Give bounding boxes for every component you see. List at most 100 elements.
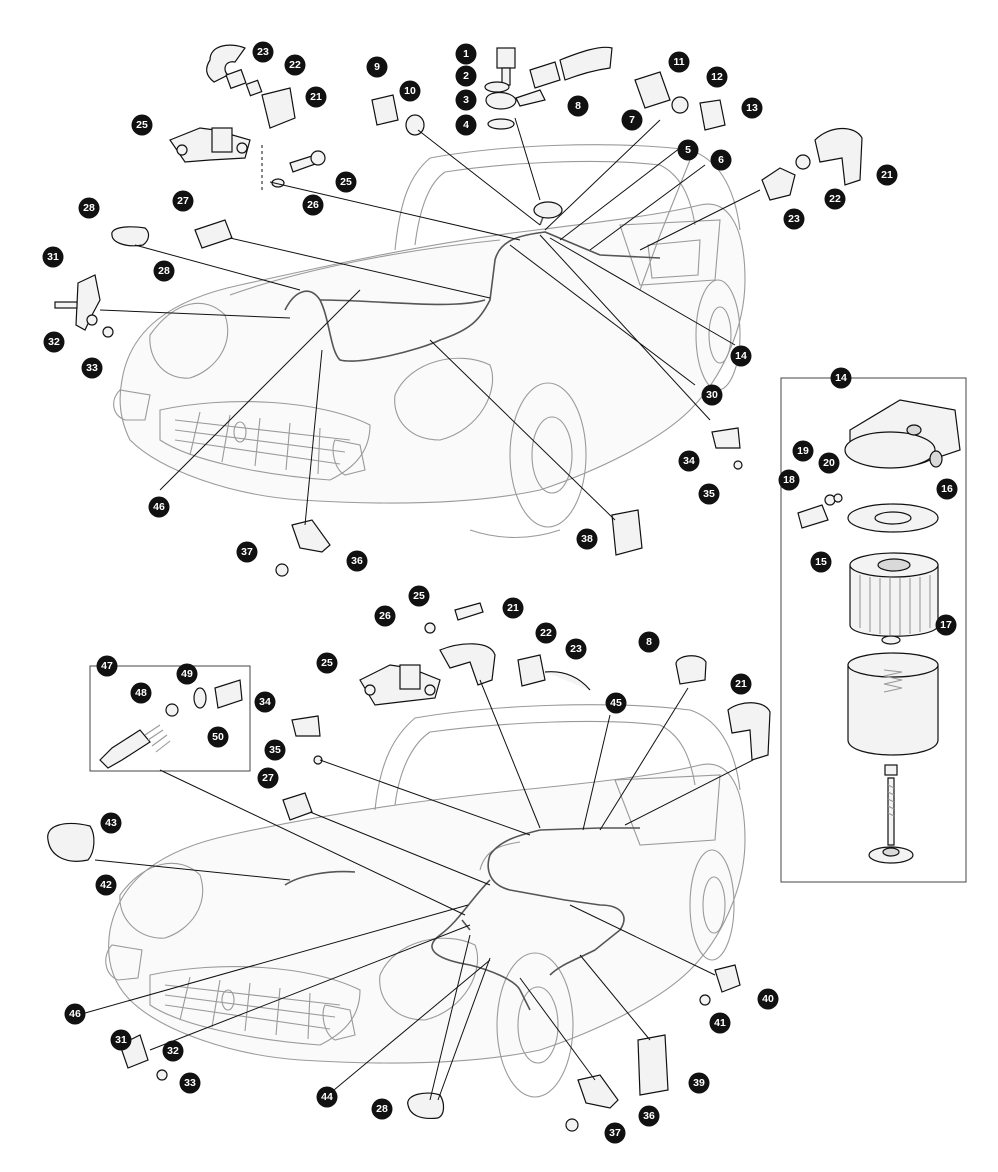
svg-text:35: 35 <box>269 744 281 756</box>
svg-text:34: 34 <box>683 455 695 467</box>
callout-19: 19 <box>792 440 814 462</box>
callout-11: 11 <box>668 51 690 73</box>
callout-31: 31 <box>42 246 64 268</box>
callout-22: 22 <box>284 54 306 76</box>
callout-26: 26 <box>302 194 324 216</box>
leader-lines <box>77 117 761 1101</box>
filter-assembly-box <box>780 377 967 883</box>
svg-text:27: 27 <box>262 772 274 784</box>
callout-14: 14 <box>830 367 852 389</box>
callout-23: 23 <box>565 638 587 660</box>
callout-33: 33 <box>179 1072 201 1094</box>
callout-31: 31 <box>110 1029 132 1051</box>
svg-text:12: 12 <box>711 71 723 83</box>
svg-text:40: 40 <box>762 993 774 1005</box>
svg-text:28: 28 <box>376 1103 388 1115</box>
svg-text:21: 21 <box>881 169 893 181</box>
svg-text:45: 45 <box>610 697 622 709</box>
callout-28: 28 <box>371 1098 393 1120</box>
callout-46: 46 <box>64 1003 86 1025</box>
callout-34: 34 <box>254 691 276 713</box>
callout-20: 20 <box>818 452 840 474</box>
callout-21: 21 <box>305 86 327 108</box>
top-fuel-pipe-run <box>284 201 661 362</box>
callout-2: 2 <box>455 65 477 87</box>
callout-21: 21 <box>730 673 752 695</box>
svg-text:21: 21 <box>310 91 322 103</box>
svg-text:23: 23 <box>788 213 800 225</box>
callout-25: 25 <box>335 171 357 193</box>
callout-39: 39 <box>688 1072 710 1094</box>
svg-text:49: 49 <box>181 668 193 680</box>
svg-text:21: 21 <box>507 602 519 614</box>
callout-49: 49 <box>176 663 198 685</box>
svg-text:15: 15 <box>815 556 827 568</box>
svg-text:18: 18 <box>783 474 795 486</box>
svg-text:11: 11 <box>673 56 684 68</box>
svg-text:25: 25 <box>136 119 148 131</box>
svg-text:37: 37 <box>609 1127 621 1139</box>
svg-text:23: 23 <box>257 46 269 58</box>
svg-text:4: 4 <box>463 119 469 131</box>
callout-35: 35 <box>698 483 720 505</box>
callout-42: 42 <box>95 874 117 896</box>
callout-50: 50 <box>207 726 229 748</box>
svg-text:25: 25 <box>340 176 352 188</box>
svg-text:30: 30 <box>706 389 718 401</box>
svg-text:22: 22 <box>289 59 301 71</box>
callout-28: 28 <box>78 197 100 219</box>
svg-text:13: 13 <box>746 102 758 114</box>
bottom-exploded-parts <box>47 602 771 1132</box>
svg-text:31: 31 <box>47 251 59 263</box>
svg-text:25: 25 <box>413 590 425 602</box>
svg-text:43: 43 <box>105 817 117 829</box>
svg-text:46: 46 <box>153 501 165 513</box>
svg-text:47: 47 <box>101 660 113 672</box>
callout-34: 34 <box>678 450 700 472</box>
svg-text:33: 33 <box>184 1077 196 1089</box>
callout-13: 13 <box>741 97 763 119</box>
callout-10: 10 <box>399 80 421 102</box>
svg-text:39: 39 <box>693 1077 705 1089</box>
callout-41: 41 <box>709 1012 731 1034</box>
callout-45: 45 <box>605 692 627 714</box>
svg-text:14: 14 <box>835 372 847 384</box>
svg-text:20: 20 <box>823 457 835 469</box>
callout-32: 32 <box>162 1040 184 1062</box>
callout-18: 18 <box>778 469 800 491</box>
svg-text:31: 31 <box>115 1034 127 1046</box>
callout-23: 23 <box>783 208 805 230</box>
svg-text:26: 26 <box>379 610 391 622</box>
callout-37: 37 <box>236 541 258 563</box>
callout-16: 16 <box>936 478 958 500</box>
callout-23: 23 <box>252 41 274 63</box>
svg-text:36: 36 <box>643 1110 655 1122</box>
callout-33: 33 <box>81 357 103 379</box>
callout-46: 46 <box>148 496 170 518</box>
svg-text:3: 3 <box>463 94 469 106</box>
callout-28: 28 <box>153 260 175 282</box>
svg-text:23: 23 <box>570 643 582 655</box>
svg-text:44: 44 <box>321 1091 333 1103</box>
svg-text:14: 14 <box>735 350 747 362</box>
callout-40: 40 <box>757 988 779 1010</box>
callout-36: 36 <box>346 550 368 572</box>
callout-25: 25 <box>408 585 430 607</box>
svg-text:46: 46 <box>69 1008 81 1020</box>
callout-15: 15 <box>810 551 832 573</box>
svg-text:38: 38 <box>581 533 593 545</box>
callout-48: 48 <box>130 682 152 704</box>
svg-text:28: 28 <box>83 202 95 214</box>
svg-text:28: 28 <box>158 265 170 277</box>
callout-32: 32 <box>43 331 65 353</box>
callout-labels: 1 2 3 4 5 6 7 8 9 10 11 12 13 21 22 23 2… <box>42 41 958 1144</box>
svg-text:37: 37 <box>241 546 253 558</box>
top-exploded-parts <box>54 44 863 577</box>
svg-text:7: 7 <box>629 114 635 126</box>
top-car-outline <box>113 144 746 539</box>
svg-text:33: 33 <box>86 362 98 374</box>
svg-text:2: 2 <box>463 70 469 82</box>
callout-4: 4 <box>455 114 477 136</box>
svg-text:19: 19 <box>797 445 809 457</box>
